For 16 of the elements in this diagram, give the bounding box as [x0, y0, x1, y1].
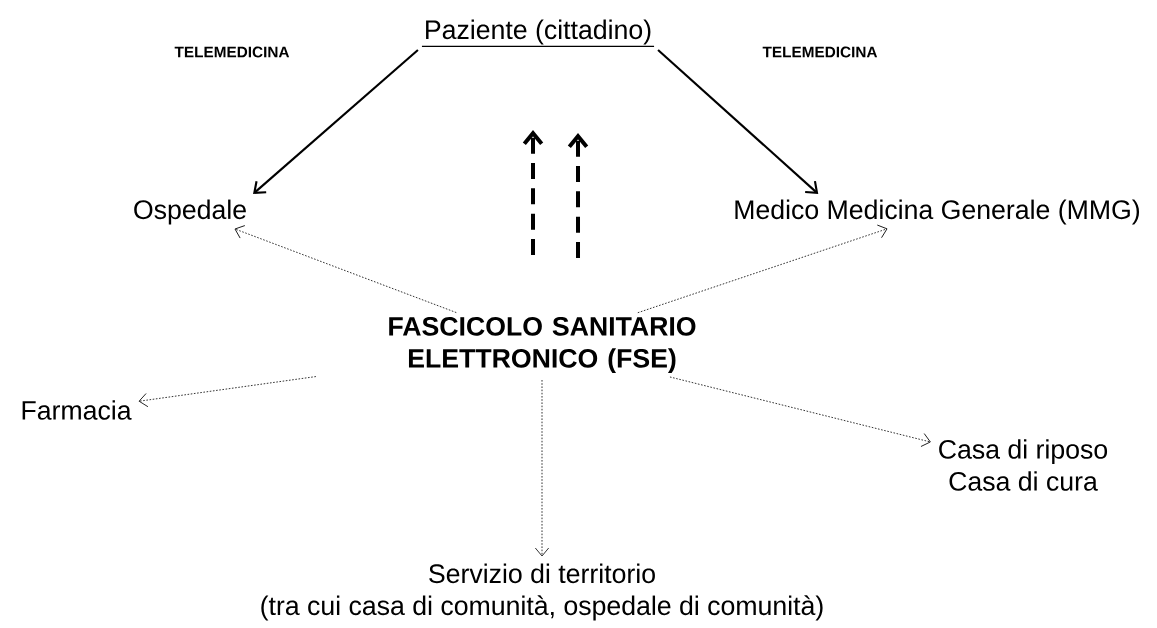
label-text: TELEMEDICINA — [174, 46, 290, 58]
node-text: Medico Medicina Generale (MMG) — [735, 199, 1140, 225]
arrow — [534, 379, 550, 557]
node-text: Ospedale — [134, 199, 246, 225]
arrow — [138, 376, 317, 408]
node-text: Servizio di territorio (tra cui casa di comunità, ospedale di comunità) — [261, 563, 823, 621]
node-text: FASCICOLO SANITARIO ELETTRONICO (FSE) — [389, 316, 696, 374]
arrow — [637, 224, 888, 314]
arrow — [234, 225, 457, 313]
node-text: Farmacia — [22, 400, 132, 420]
node-text: Paziente (cittadino) — [421, 19, 655, 47]
label-text: TELEMEDICINA — [762, 46, 878, 58]
node-text: Casa di riposo Casa di cura — [939, 439, 1108, 491]
arrow — [669, 376, 931, 447]
arrow — [253, 49, 419, 194]
arrow — [657, 49, 819, 194]
